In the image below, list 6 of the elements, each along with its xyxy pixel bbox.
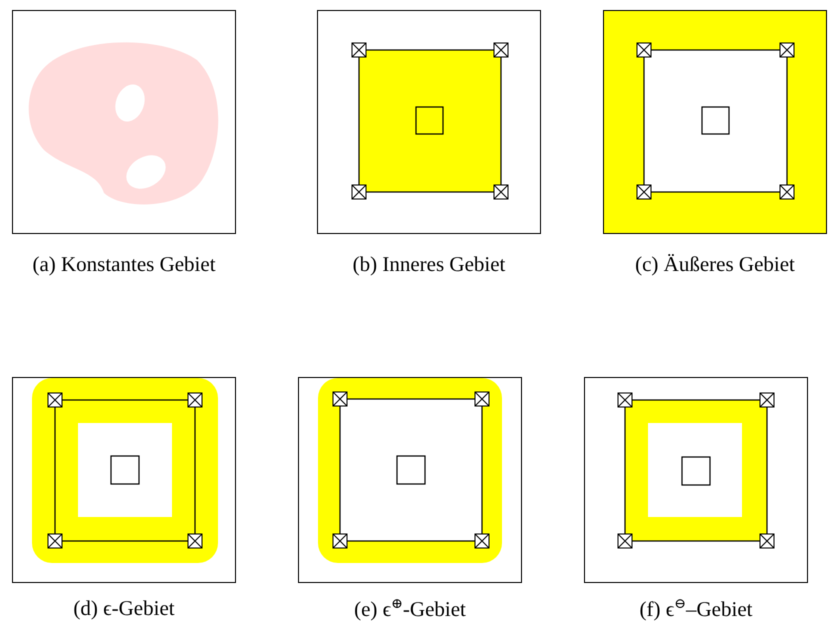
panel-caption: (c) Äußeres Gebiet — [635, 252, 795, 277]
panel-caption: (b) Inneres Gebiet — [352, 252, 506, 277]
panel-caption: (d) ϵ-Gebiet — [73, 596, 175, 621]
panel-caption: (a) Konstantes Gebiet — [32, 252, 216, 277]
panel-caption: (f) ϵ$^{⊖}$–Gebiet — [640, 596, 752, 622]
panel-caption: (e) ϵ$^{⊕}$-Gebiet — [354, 596, 466, 622]
